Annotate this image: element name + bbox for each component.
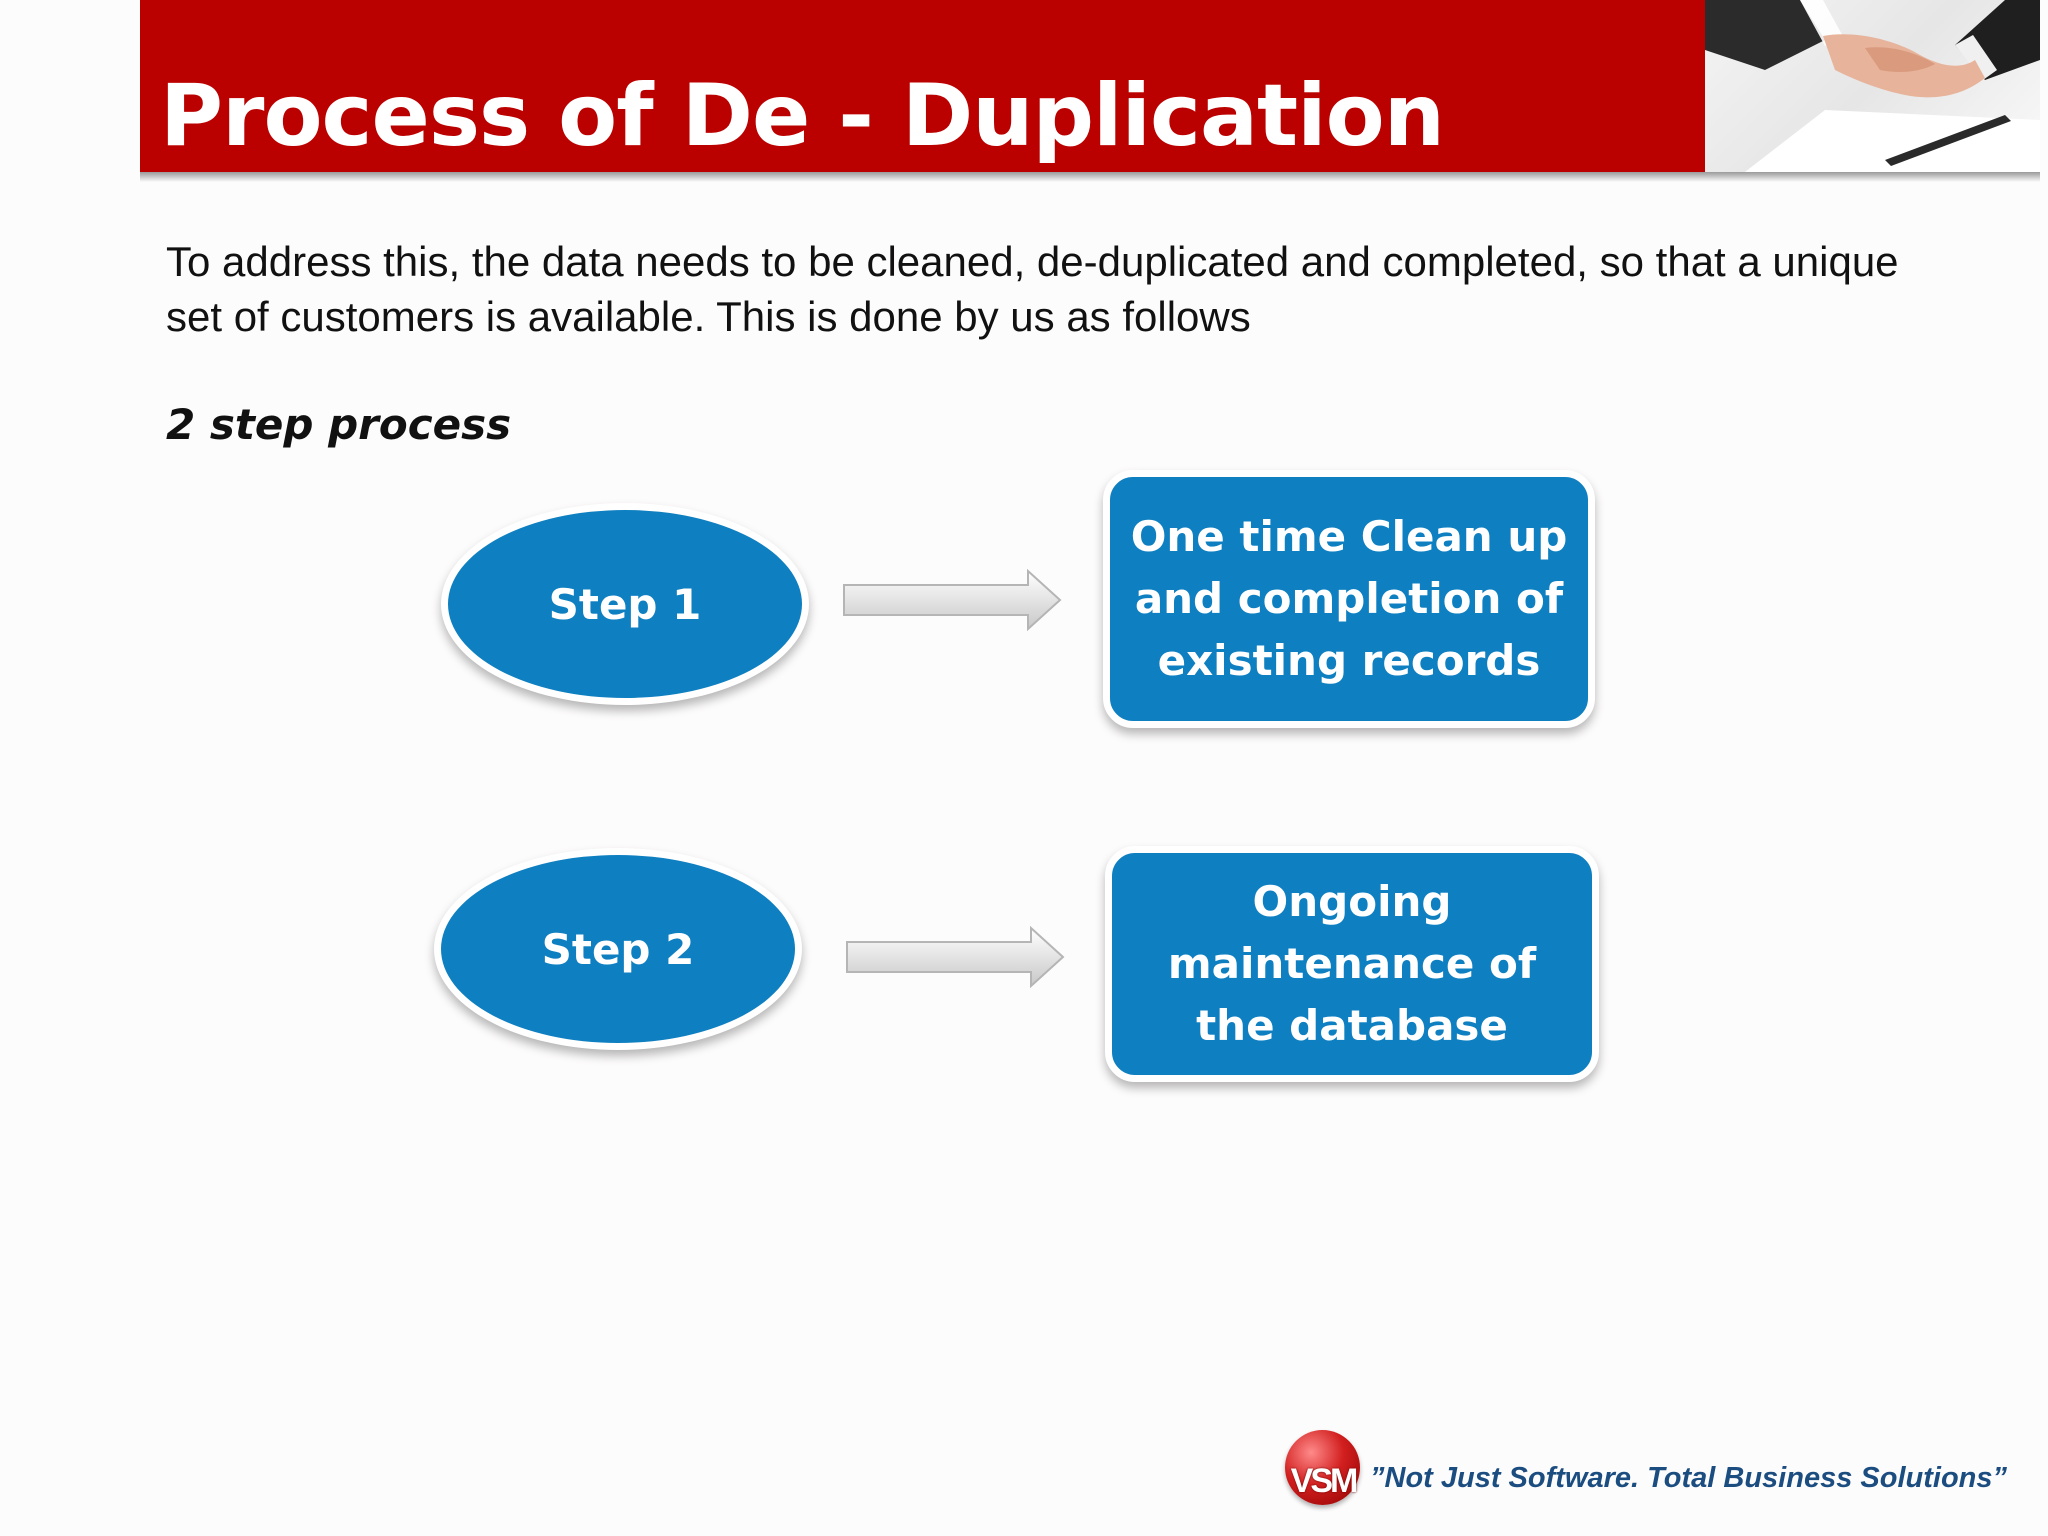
step-1-arrow-icon: [843, 568, 1062, 632]
vsm-logo-text: VSM: [1290, 1462, 1359, 1500]
step-1-ellipse: Step 1: [441, 503, 809, 705]
footer-tagline: ”Not Just Software. Total Business Solut…: [1370, 1462, 2007, 1494]
header-shadow: [140, 172, 2040, 182]
step-1-label: Step 1: [548, 579, 702, 629]
step-2-label: Step 2: [541, 924, 695, 974]
step-2-ellipse: Step 2: [434, 848, 802, 1050]
step-2-description-box: Ongoing maintenance of the database: [1105, 846, 1599, 1082]
step-2-description: Ongoing maintenance of the database: [1167, 877, 1537, 1050]
step-1-description-box: One time Clean up and completion of exis…: [1103, 470, 1595, 728]
step-2-arrow-icon: [846, 925, 1065, 989]
header-bar: [140, 0, 1705, 172]
step-1-description: One time Clean up and completion of exis…: [1130, 512, 1568, 685]
intro-paragraph: To address this, the data needs to be cl…: [166, 238, 1899, 340]
handshake-photo-icon: [1705, 0, 2040, 172]
process-subheading: 2 step process: [166, 400, 512, 449]
vsm-logo-icon: [1285, 1430, 1360, 1505]
page-title: Process of De - Duplication: [160, 66, 1445, 166]
